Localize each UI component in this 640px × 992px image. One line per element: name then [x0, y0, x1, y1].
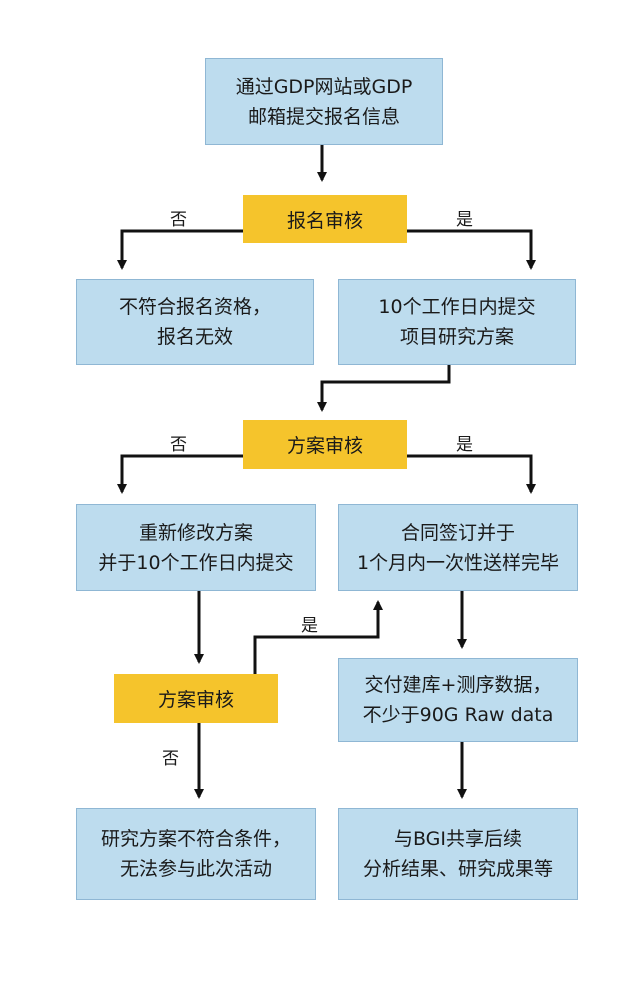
plan-rejected-line2: 无法参与此次活动	[119, 858, 272, 880]
share-results-line1: 与BGI共享后续	[393, 828, 523, 850]
plan-review-2-label: 方案审核	[157, 689, 234, 711]
deliver-data-line1: 交付建库+测序数据，	[364, 674, 552, 696]
arrow-reg-yes	[407, 229, 536, 270]
share-results-line2: 分析结果、研究成果等	[362, 858, 553, 880]
revise-plan-box: 重新修改方案 并于10个工作日内提交	[76, 504, 316, 591]
submit-plan-box: 10个工作日内提交 项目研究方案	[338, 279, 576, 365]
edge-label-plan2-yes: 是	[301, 616, 318, 636]
sign-contract-line1: 合同签订并于	[400, 521, 515, 544]
submit-info-box: 通过GDP网站或GDP 邮箱提交报名信息	[205, 58, 443, 145]
share-results-box: 与BGI共享后续 分析结果、研究成果等	[338, 808, 578, 900]
not-eligible-line1: 不符合报名资格，	[118, 296, 271, 318]
registration-review-label: 报名审核	[286, 209, 363, 232]
edge-label-reg-yes: 是	[456, 210, 473, 230]
registration-review-decision: 报名审核	[243, 195, 407, 243]
arrow-plan1-no	[117, 454, 243, 494]
deliver-data-line2: 不少于90G Raw data	[362, 704, 554, 726]
edge-label-plan1-no: 否	[170, 435, 187, 455]
plan-review-decision-1: 方案审核	[243, 420, 407, 469]
edge-label-plan2-no: 否	[162, 749, 179, 769]
plan-rejected-line1: 研究方案不符合条件，	[100, 828, 291, 850]
arrow-reg-no	[117, 229, 243, 270]
arrow-plan1-yes	[407, 454, 536, 494]
edge-label-reg-no: 否	[170, 210, 187, 230]
revise-plan-line1: 重新修改方案	[138, 521, 253, 544]
not-eligible-box: 不符合报名资格， 报名无效	[76, 279, 314, 365]
revise-plan-line2: 并于10个工作日内提交	[98, 551, 294, 574]
edge-label-plan1-yes: 是	[456, 435, 473, 455]
not-eligible-line2: 报名无效	[156, 326, 233, 348]
sign-contract-line2: 1个月内一次性送样完毕	[356, 551, 560, 574]
plan-rejected-box: 研究方案不符合条件， 无法参与此次活动	[76, 808, 316, 900]
plan-review-1-label: 方案审核	[286, 435, 363, 457]
submit-plan-line2: 项目研究方案	[399, 326, 514, 348]
arrow-plan-to-review	[317, 365, 451, 412]
arrow-plan2-yes	[253, 600, 383, 674]
submit-info-line2: 邮箱提交报名信息	[247, 105, 400, 128]
sign-contract-box: 合同签订并于 1个月内一次性送样完毕	[338, 504, 578, 591]
submit-info-line1: 通过GDP网站或GDP	[235, 75, 413, 98]
deliver-data-box: 交付建库+测序数据， 不少于90G Raw data	[338, 658, 578, 742]
submit-plan-line1: 10个工作日内提交	[378, 296, 536, 318]
plan-review-decision-2: 方案审核	[114, 674, 278, 723]
